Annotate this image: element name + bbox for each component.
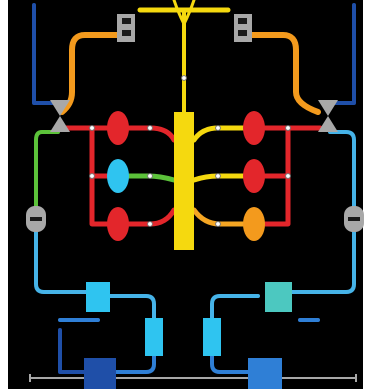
right-upper-block [265, 282, 292, 312]
junction-dot [215, 221, 221, 227]
pipe-right-bottom-link [210, 354, 256, 374]
pipe-left-lower [34, 228, 88, 294]
top-right-terminal [234, 14, 252, 42]
junction-dot [215, 125, 221, 131]
right-chamber-bottom [243, 207, 265, 241]
pipe-right-blocks-link [210, 294, 260, 322]
junction-dot [147, 173, 153, 179]
junction-dot [89, 173, 95, 179]
left-upper-block [86, 282, 110, 312]
pipe-right-cyan [328, 130, 356, 212]
left-valve [50, 100, 70, 132]
top-left-terminal [117, 14, 135, 42]
junction-points [89, 75, 291, 227]
left-chamber-top [107, 111, 129, 145]
pipe-left-bottom-blue [58, 328, 88, 374]
pipe-top-left-branch [172, 0, 186, 26]
pipe-left-blocks-link [108, 294, 156, 322]
right-lower-block [203, 318, 221, 356]
junction-dot [181, 75, 187, 81]
pipe-left-outer-blue [32, 3, 60, 105]
junction-dot [285, 173, 291, 179]
right-chamber-middle [243, 159, 265, 193]
junction-dot [147, 125, 153, 131]
pipe-right-lower [290, 228, 356, 294]
rail-end-caps [29, 374, 357, 382]
pipe-left-bottom-link [108, 354, 156, 374]
left-gauge [26, 206, 46, 232]
pipe-right-orange [249, 32, 321, 115]
pipe-left-orange [59, 32, 120, 115]
pipe-right-outer-blue [328, 3, 356, 105]
bottom-right-block [248, 358, 282, 389]
junction-dot [215, 173, 221, 179]
bottom-left-block [84, 358, 116, 389]
junction-dot [89, 125, 95, 131]
pipe-top-right-branch [182, 0, 196, 26]
right-valve [318, 100, 338, 132]
junction-dot [147, 221, 153, 227]
left-chamber-bottom [107, 207, 129, 241]
left-lower-block [145, 318, 163, 356]
pipe-left-green [34, 130, 60, 212]
junction-dot [285, 125, 291, 131]
right-gauge [344, 206, 364, 232]
left-chamber-middle [107, 159, 129, 193]
central-manifold [174, 112, 194, 250]
pipe-right-red-loop [251, 127, 291, 227]
right-chamber-top [243, 111, 265, 145]
